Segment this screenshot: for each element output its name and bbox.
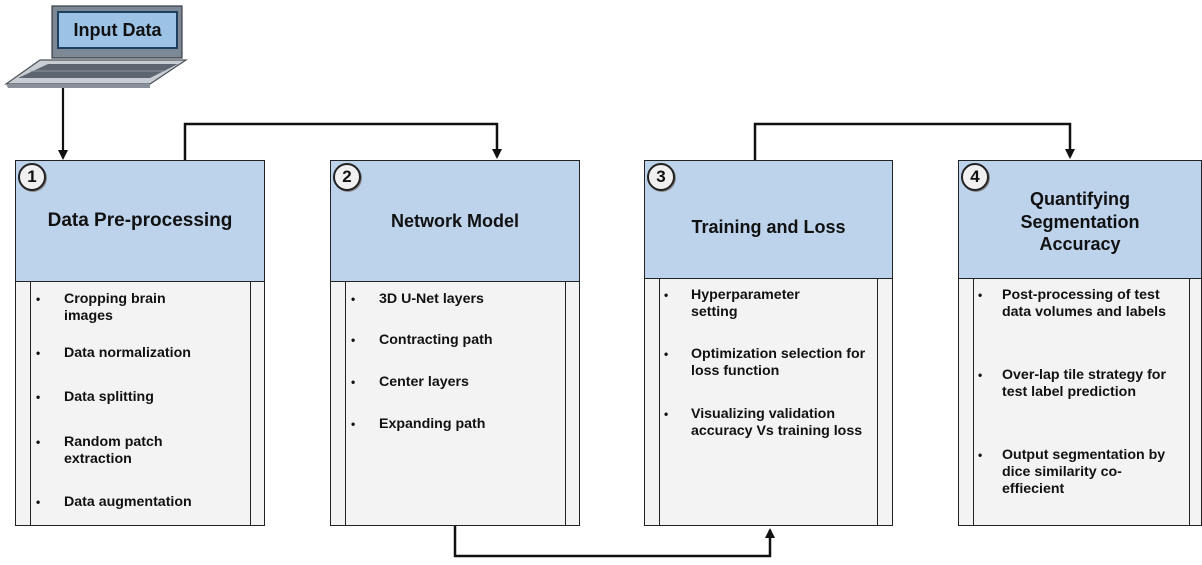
stage-body: •3D U-Net layers •Contracting path •Cent…: [330, 281, 580, 526]
stage1-to-stage2-arrow: [183, 122, 502, 160]
stage-header: Data Pre-processing: [15, 160, 265, 282]
stage-network-model: Network Model 2 •3D U-Net layers •Contra…: [330, 160, 580, 526]
step-number-badge: 3: [647, 163, 675, 191]
stage-title: Network Model: [390, 210, 519, 231]
stage-header: Training and Loss: [644, 160, 893, 280]
stage3-to-stage4-arrow: [753, 122, 1075, 160]
stage-header: Network Model: [330, 160, 580, 282]
step-number-badge: 4: [961, 163, 989, 191]
stage-header: Quantifying Segmentation Accuracy: [958, 160, 1202, 280]
stage-title: Quantifying Segmentation Accuracy: [1020, 189, 1140, 255]
step-number-badge: 1: [18, 163, 46, 191]
stage2-to-stage3-arrow: [453, 526, 775, 558]
stage-data-preprocessing: Data Pre-processing 1 •Cropping brain im…: [15, 160, 265, 526]
step-number-badge: 2: [333, 163, 361, 191]
stage-body: •Hyperparameter setting •Optimization se…: [644, 278, 893, 526]
stage-body: •Cropping brain images •Data normalizati…: [15, 281, 265, 526]
input-data-label: Input Data: [57, 11, 178, 49]
stage-body: •Post-processing of test data volumes an…: [958, 278, 1202, 526]
stage-training-and-loss: Training and Loss 3 •Hyperparameter sett…: [644, 160, 893, 526]
stage-title: Training and Loss: [691, 216, 846, 237]
stage-title: Data Pre-processing: [47, 210, 233, 232]
stage-quantifying-segmentation-accuracy: Quantifying Segmentation Accuracy 4 •Pos…: [958, 160, 1202, 526]
